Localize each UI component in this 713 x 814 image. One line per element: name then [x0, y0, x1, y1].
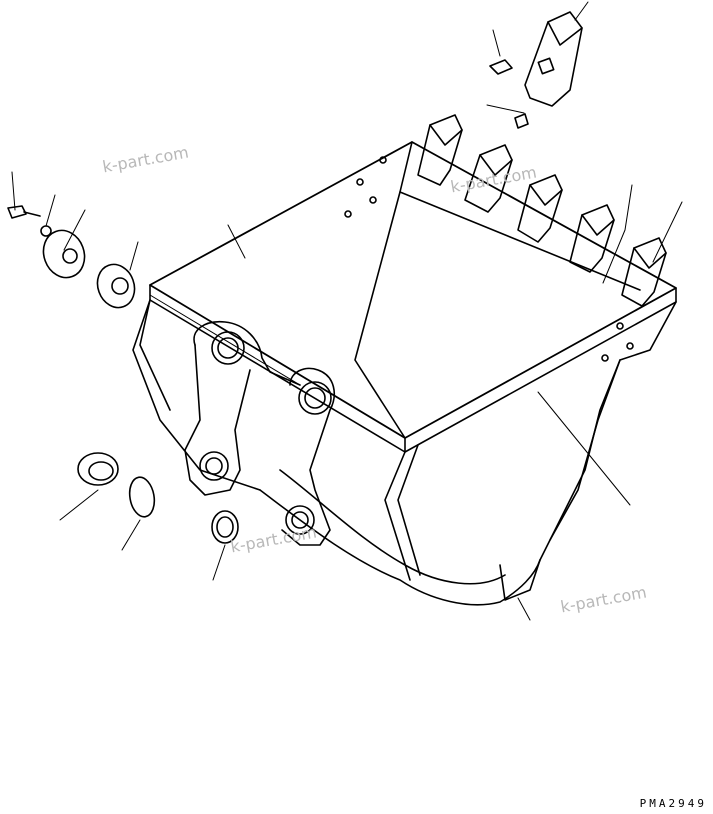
- lug-plates: [184, 320, 336, 546]
- tooth-tip-part: [489, 11, 583, 129]
- bucket-body: [132, 141, 677, 606]
- loose-parts: [7, 205, 239, 544]
- leader-lines: [11, 1, 683, 621]
- bucket-teeth: [417, 114, 667, 307]
- mounting-holes: [344, 156, 634, 362]
- drawing-code: PMA2949: [639, 797, 707, 810]
